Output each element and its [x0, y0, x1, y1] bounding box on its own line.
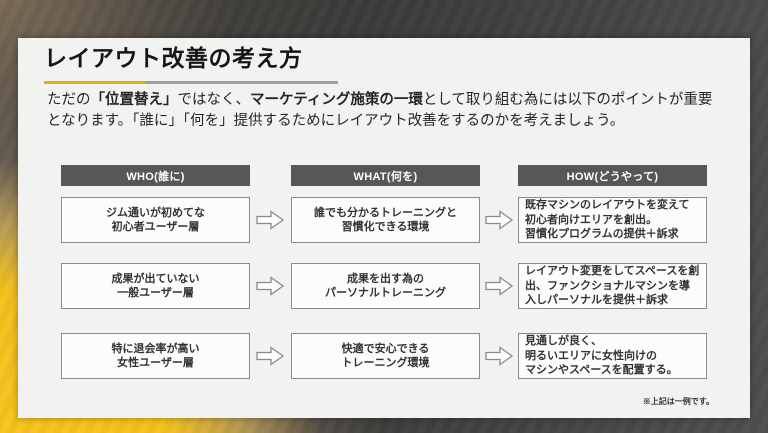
who-box-2: 成果が出ていない 一般ユーザー層 — [61, 263, 250, 309]
right-arrow-icon — [256, 210, 285, 230]
title-underline-accent — [44, 81, 145, 84]
slide-card: レイアウト改善の考え方 ただの「位置替え」ではなく、マーケティング施策の一環とし… — [18, 38, 750, 418]
intro-segment-bold: マーケティング施策の一環 — [250, 92, 423, 108]
title-underline — [44, 81, 338, 84]
right-arrow-icon — [256, 346, 285, 366]
who-box-3: 特に退会率が高い 女性ユーザー層 — [61, 333, 250, 379]
how-box-3: 見通しが良く、 明るいエリアに女性向けの マシンやスペースを配置する。 — [518, 333, 707, 379]
right-arrow-icon — [485, 276, 514, 296]
what-box-2: 成果を出す為の パーソナルトレーニング — [291, 263, 480, 309]
right-arrow-icon — [485, 346, 514, 366]
how-box-2: レイアウト変更をしてスペースを創出、ファンクショナルマシンを導入しパーソナルを提… — [518, 263, 707, 309]
intro-segment: ただの — [47, 92, 91, 108]
how-box-1: 既存マシンのレイアウトを変えて初心者向けエリアを創出。 習慣化プログラムの提供＋… — [518, 197, 707, 243]
who-what-how-diagram: WHO(誰に) WHAT(何を) HOW(どうやって) ジム通いが初めてな 初心… — [18, 38, 750, 418]
footnote: ※上記は一例です。 — [642, 397, 714, 406]
intro-segment: ではなく、 — [177, 92, 251, 108]
who-box-1: ジム通いが初めてな 初心者ユーザー層 — [61, 197, 250, 243]
right-arrow-icon — [485, 210, 514, 230]
column-header-what: WHAT(何を) — [291, 165, 480, 186]
what-box-3: 快適で安心できる トレーニング環境 — [291, 333, 480, 379]
intro-segment: として取り組む為には以下のポイントが重要となります。「誰に」「何を」提供するため… — [47, 92, 713, 129]
page-title: レイアウト改善の考え方 — [44, 45, 303, 71]
right-arrow-icon — [256, 276, 285, 296]
intro-segment-bold: 「位置替え」 — [90, 92, 178, 108]
column-header-who: WHO(誰に) — [61, 165, 250, 186]
intro-paragraph: ただの「位置替え」ではなく、マーケティング施策の一環として取り組む為には以下のポ… — [47, 90, 725, 132]
column-header-how: HOW(どうやって) — [518, 165, 707, 186]
what-box-1: 誰でも分かるトレーニングと 習慣化できる環境 — [291, 197, 480, 243]
title-underline-rest — [145, 81, 338, 84]
